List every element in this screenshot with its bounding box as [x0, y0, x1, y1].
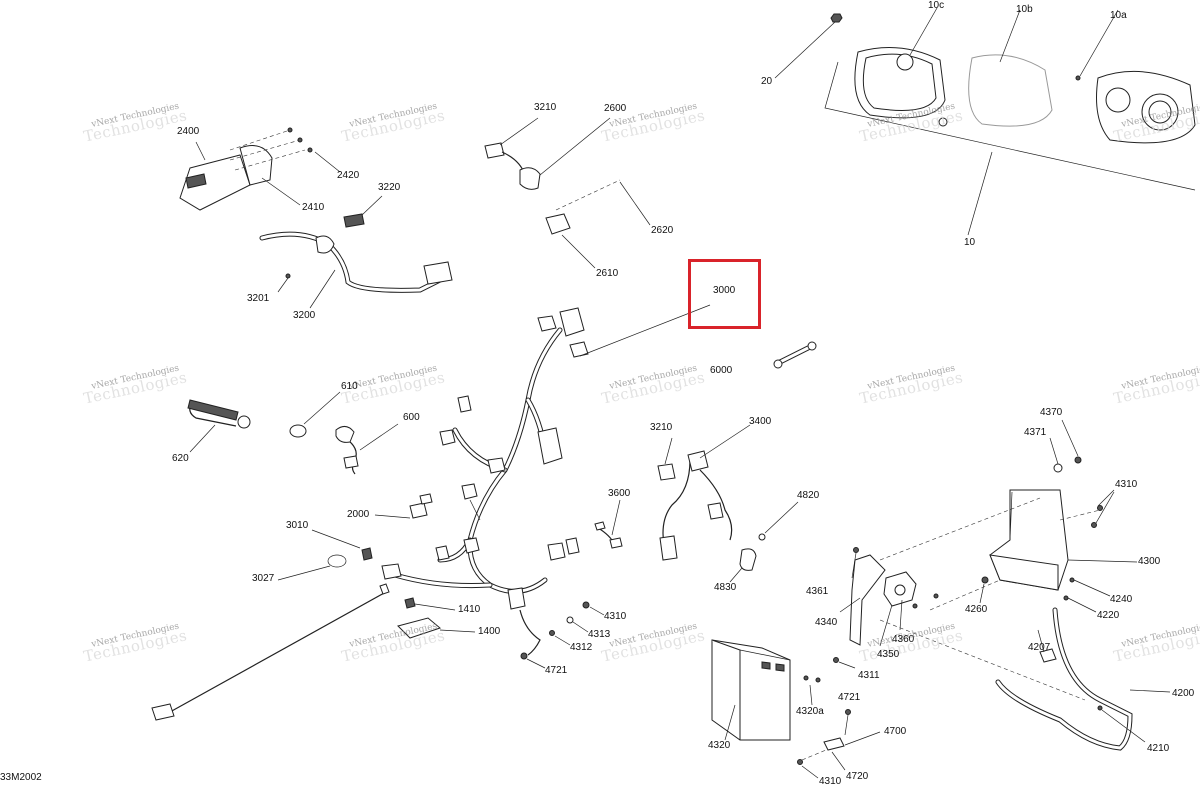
callout-4320[interactable]: 4320: [708, 740, 731, 751]
callout-2610[interactable]: 2610: [596, 268, 619, 279]
left-mid-group: [187, 391, 399, 475]
callout-600[interactable]: 600: [403, 412, 420, 423]
callout-10[interactable]: 10: [964, 237, 976, 248]
callout-4721-mid[interactable]: 4721: [545, 665, 568, 676]
callout-2620[interactable]: 2620: [651, 225, 674, 236]
callout-4310-mid[interactable]: 4310: [604, 611, 627, 622]
switch-group: [179, 127, 453, 309]
connector-group-top: [484, 117, 651, 269]
relay-bracket-group: [833, 547, 939, 669]
callout-4310-bot[interactable]: 4310: [819, 776, 842, 787]
callout-3210-mid[interactable]: 3210: [650, 422, 673, 433]
callout-2400[interactable]: 2400: [177, 126, 200, 137]
callout-3010[interactable]: 3010: [286, 520, 309, 531]
callout-20[interactable]: 20: [761, 76, 773, 87]
misc-leaders: [469, 499, 481, 521]
callout-4350[interactable]: 4350: [877, 649, 900, 660]
callout-4340[interactable]: 4340: [815, 617, 838, 628]
callout-3201[interactable]: 3201: [247, 293, 270, 304]
callout-3000[interactable]: 3000: [713, 285, 736, 296]
callout-620[interactable]: 620: [172, 453, 189, 464]
left-lower-group: [151, 493, 476, 721]
callout-4260[interactable]: 4260: [965, 604, 988, 615]
callout-4820[interactable]: 4820: [797, 490, 820, 501]
callout-4370[interactable]: 4370: [1040, 407, 1063, 418]
callout-610[interactable]: 610: [341, 381, 358, 392]
callout-4721-bot[interactable]: 4721: [838, 692, 861, 703]
diagram-code: 33M2002: [0, 772, 42, 783]
callout-4700[interactable]: 4700: [884, 726, 907, 737]
cable-4200: [995, 607, 1171, 751]
callout-1410[interactable]: 1410: [458, 604, 481, 615]
battery-tray-group: [879, 419, 1138, 701]
callout-4300[interactable]: 4300: [1138, 556, 1161, 567]
callout-3200[interactable]: 3200: [293, 310, 316, 321]
callout-4210[interactable]: 4210: [1147, 743, 1170, 754]
callout-2420[interactable]: 2420: [337, 170, 360, 181]
callout-6000[interactable]: 6000: [710, 365, 733, 376]
callout-4207[interactable]: 4207: [1028, 642, 1051, 653]
callout-2600[interactable]: 2600: [604, 103, 627, 114]
callout-10a[interactable]: 10a: [1110, 10, 1127, 21]
callout-4360[interactable]: 4360: [892, 634, 915, 645]
callout-2000[interactable]: 2000: [347, 509, 370, 520]
part-6000: [773, 341, 817, 369]
callout-3600[interactable]: 3600: [608, 488, 631, 499]
callout-4312[interactable]: 4312: [570, 642, 593, 653]
main-harness-3000: [381, 304, 711, 656]
callout-4371[interactable]: 4371: [1024, 427, 1047, 438]
battery-4320: [711, 639, 881, 779]
callout-4313[interactable]: 4313: [588, 629, 611, 640]
highlight-box-3000[interactable]: [688, 259, 761, 329]
callout-3220[interactable]: 3220: [378, 182, 401, 193]
callout-4320a[interactable]: 4320a: [796, 706, 824, 717]
callout-4200[interactable]: 4200: [1172, 688, 1195, 699]
callout-4220[interactable]: 4220: [1097, 610, 1120, 621]
callout-4240[interactable]: 4240: [1110, 594, 1133, 605]
callout-3210-top[interactable]: 3210: [534, 102, 557, 113]
callout-4311[interactable]: 4311: [858, 670, 880, 681]
callout-1400[interactable]: 1400: [478, 626, 501, 637]
callout-10b[interactable]: 10b: [1016, 4, 1033, 15]
center-right-group: [594, 424, 799, 583]
callout-3027[interactable]: 3027: [252, 573, 275, 584]
callout-4830[interactable]: 4830: [714, 582, 737, 593]
fasteners-mid: [520, 601, 605, 669]
callout-4361[interactable]: 4361: [806, 586, 829, 597]
instrument-cluster-group: [774, 7, 1196, 236]
callout-4310-right[interactable]: 4310: [1115, 479, 1138, 490]
callout-4720[interactable]: 4720: [846, 771, 869, 782]
callout-2410[interactable]: 2410: [302, 202, 325, 213]
callout-10c[interactable]: 10c: [928, 0, 945, 11]
callout-3400[interactable]: 3400: [749, 416, 772, 427]
